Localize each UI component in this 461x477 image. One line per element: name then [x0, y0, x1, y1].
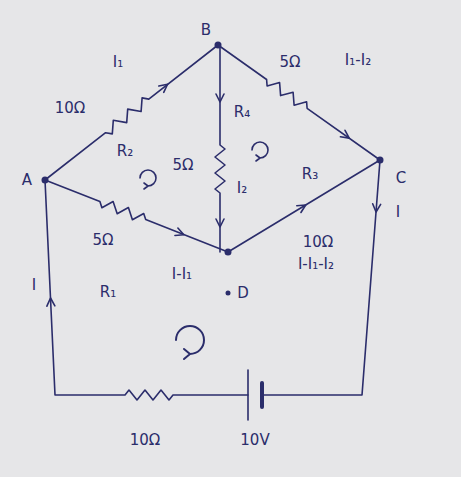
resistor-wire	[45, 180, 248, 400]
circuit-label: R₂	[115, 143, 135, 160]
circuit-label: 5Ω	[277, 54, 302, 71]
circuit-label: I-I₁-I₂	[296, 256, 336, 273]
circuit-label: R₃	[300, 166, 320, 183]
loop-arrow	[252, 142, 268, 161]
circuit-label: 5Ω	[170, 157, 195, 174]
circuit-label: 5Ω	[90, 232, 115, 249]
circuit-label: R₁	[98, 284, 118, 301]
circuit-label: B	[199, 22, 213, 39]
current-arrow	[372, 204, 381, 213]
loop-arrow	[140, 170, 156, 189]
resistor-wire	[45, 45, 218, 180]
current-arrow	[297, 202, 308, 213]
circuit-label: 10Ω	[53, 100, 88, 117]
circuit-label: I	[394, 204, 402, 221]
current-arrow	[159, 81, 170, 92]
current-arrow	[216, 94, 224, 102]
current-arrow	[47, 298, 55, 306]
junction-dot	[225, 249, 232, 256]
circuit-label: 10Ω	[301, 234, 336, 251]
circuit-label: I-I₁	[170, 266, 194, 283]
circuit-label: C	[394, 170, 408, 187]
resistor-wire	[215, 45, 225, 252]
junction-dot	[42, 177, 49, 184]
resistor-wire	[45, 180, 228, 252]
resistor-wire	[218, 45, 380, 160]
circuit-label: 10V	[238, 432, 271, 449]
junction-dot	[226, 291, 231, 296]
wire	[262, 160, 380, 395]
battery-symbol	[260, 383, 264, 407]
circuit-label: I₁	[111, 54, 125, 71]
circuit-label: A	[20, 172, 34, 189]
junction-dot	[215, 42, 222, 49]
circuit-label: I₂	[235, 180, 249, 197]
battery-symbol	[247, 370, 249, 420]
junction-dot	[377, 157, 384, 164]
circuit-label: 10Ω	[128, 432, 163, 449]
current-arrow	[340, 130, 351, 141]
loop-arrow	[176, 326, 204, 359]
circuit-label: R₄	[232, 104, 252, 121]
wire	[228, 160, 380, 252]
circuit-label: I₁-I₂	[343, 52, 373, 69]
circuit-label: I	[30, 277, 38, 294]
circuit-label: D	[235, 285, 251, 302]
current-arrow	[175, 228, 185, 238]
current-arrow	[216, 219, 224, 227]
